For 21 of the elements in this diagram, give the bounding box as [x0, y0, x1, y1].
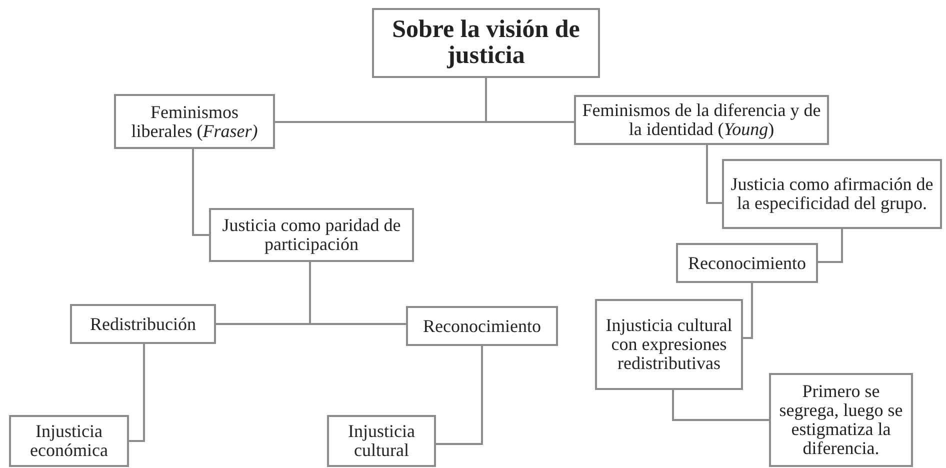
concept-box: Feminismos liberales (Fraser)	[114, 94, 275, 149]
concept-box: Redistribución	[70, 304, 216, 344]
concept-box: Reconocimiento	[406, 306, 558, 346]
concept-box: Justicia como paridad de participación	[209, 208, 414, 262]
concept-box: Justicia como afirmación de la especificidad del grupo.	[722, 159, 942, 229]
connector-line	[129, 344, 145, 442]
connector-line	[706, 145, 722, 204]
concept-box: Primero se segrega, luego se estigmatiza la diferencia.	[769, 373, 913, 467]
concept-box: Feminismos de la diferencia y de la identidad (Young)	[574, 95, 829, 145]
title-box: Sobre la visión de justicia	[372, 8, 600, 78]
connector-line	[672, 390, 769, 421]
connector-line	[818, 229, 843, 263]
connector-line	[192, 149, 209, 236]
connector-line	[436, 346, 483, 445]
connector-line	[309, 262, 406, 325]
connector-line	[743, 283, 753, 339]
concept-box: Reconocimiento	[676, 243, 818, 283]
concept-box: Injusticia económica	[9, 415, 129, 467]
concept-box: Injusticia cultural	[327, 415, 436, 467]
connector-line	[485, 78, 574, 123]
concept-box: Injusticia cultural con expresiones redistributivas	[595, 299, 743, 390]
